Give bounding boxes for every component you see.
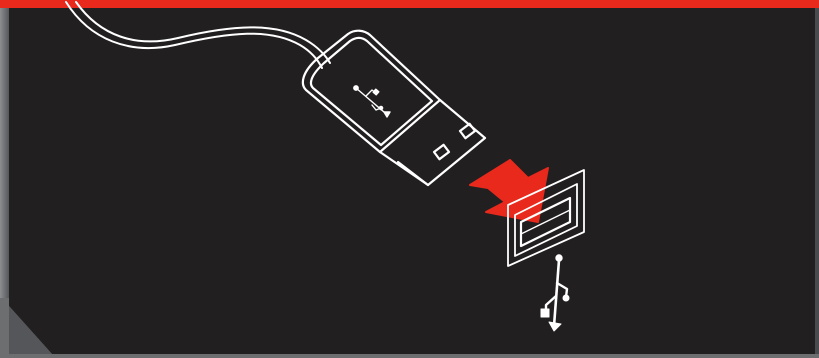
usb-cable-icon (66, 2, 330, 68)
usb-symbol-icon (541, 255, 569, 331)
usb-plug-icon (303, 31, 485, 185)
